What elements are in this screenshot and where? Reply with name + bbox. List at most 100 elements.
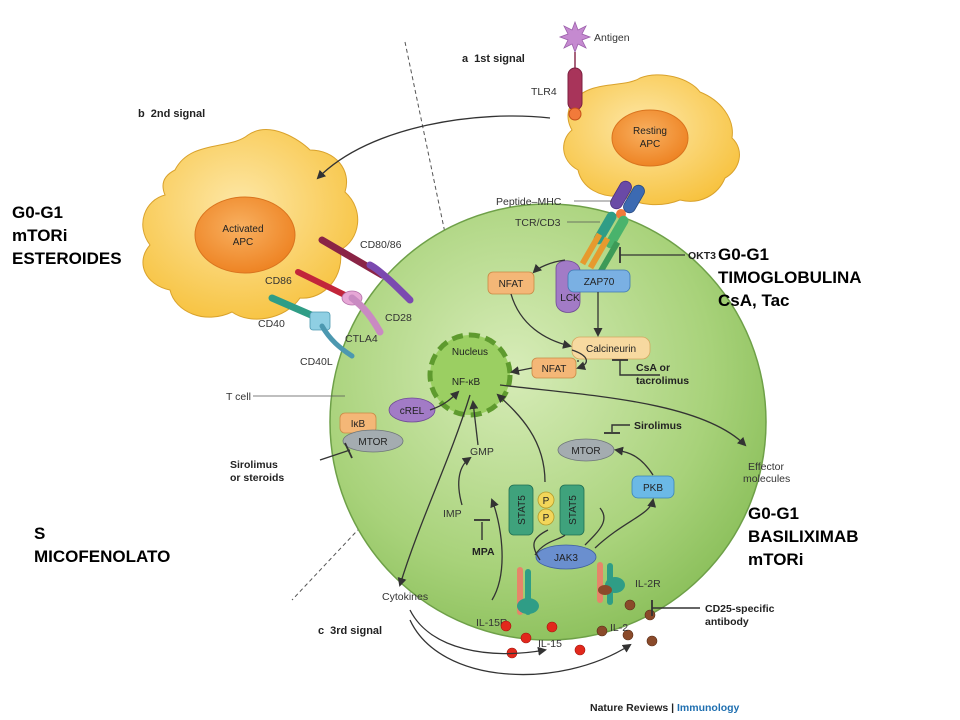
cd28-label: CD28: [385, 312, 412, 324]
il15-label: IL-15: [538, 638, 562, 650]
annotation-bottom-left-line-1: S: [34, 524, 46, 543]
zap70-label: ZAP70: [584, 277, 615, 288]
phospho-p-top: P: [543, 496, 550, 507]
mpa-label: MPA: [472, 546, 495, 558]
annotation-top-right-line-3: CsA, Tac: [718, 291, 790, 310]
source-credit: Nature Reviews | Immunology: [590, 702, 740, 714]
lck-label: LCK: [560, 293, 580, 304]
signal-1-letter: a: [462, 53, 469, 65]
signal-2-letter: b: [138, 108, 145, 120]
annotation-bottom-right-line-1: G0-G1: [748, 504, 800, 523]
effector-label-1: Effector: [748, 461, 784, 473]
credit-separator: |: [668, 702, 677, 714]
annotation-top-left-line-1: G0-G1: [12, 203, 64, 222]
il2r-label: IL-2R: [635, 578, 661, 590]
credit-journal: Nature Reviews: [590, 702, 668, 714]
node-mtor-right: MTOR: [557, 438, 615, 462]
il2-receptor: [597, 562, 625, 605]
il2-ligands: [596, 599, 658, 647]
activated-apc: Activated APC: [142, 129, 359, 320]
credit-section: Immunology: [677, 702, 740, 714]
signal-3-letter: c: [318, 625, 324, 637]
activated-apc-label-1: Activated: [222, 224, 263, 235]
tlr4-label: TLR4: [531, 86, 557, 98]
ctla4-label: CTLA4: [345, 333, 378, 345]
tlr4-receptor: [567, 67, 583, 111]
activated-apc-label-2: APC: [233, 237, 254, 248]
cd40l-label: CD40L: [300, 356, 333, 368]
sirolimus-left-label-2: or steroids: [230, 472, 284, 484]
csa-label-2: tacrolimus: [636, 375, 689, 387]
il15-receptor: [517, 567, 539, 615]
imp-label: IMP: [443, 508, 462, 520]
gmp-label: GMP: [470, 446, 494, 458]
tcr-mhc-complex: [579, 180, 645, 274]
signal-2-text: 2nd signal: [151, 108, 205, 120]
calcineurin-label: Calcineurin: [586, 344, 636, 355]
pathway-arrows: [397, 259, 747, 676]
node-jak3: JAK3: [535, 544, 597, 570]
annotation-top-right: G0-G1 TIMOGLOBULINA CsA, Tac: [718, 243, 862, 312]
node-crel: cREL: [388, 397, 436, 423]
cytokines-label: Cytokines: [382, 591, 428, 603]
mtor-left-label: MTOR: [358, 437, 387, 448]
annotation-bottom-left: S MICOFENOLATO: [34, 522, 170, 568]
annotation-bottom-right-line-2: BASILIXIMAB: [748, 527, 859, 546]
sirolimus-left-label-1: Sirolimus: [230, 459, 278, 471]
okt3-label: OKT3: [688, 250, 716, 262]
resting-apc-label-2: APC: [640, 139, 661, 150]
stat5-b-label: STAT5: [568, 495, 579, 525]
node-calcineurin: Calcineurin: [571, 336, 651, 360]
il15-ligands: [500, 620, 586, 659]
stat5-a-label: STAT5: [517, 495, 528, 525]
resting-apc-label-1: Resting: [633, 126, 667, 137]
okt3-inhibitor: OKT3: [619, 247, 716, 263]
cd86-label: CD86: [265, 275, 292, 287]
antigen-tlr4-group: Antigen TLR4: [531, 20, 630, 121]
cd40-label: CD40: [258, 318, 285, 330]
tcr-cd3-label: TCR/CD3: [515, 217, 561, 229]
csa-label-1: CsA or: [636, 362, 670, 374]
cd80-86-label: CD80/86: [360, 239, 402, 251]
signal-1-label: a 1st signal: [462, 53, 525, 65]
signal-2-label: b 2nd signal: [138, 108, 205, 120]
nfat-mid-label: NFAT: [542, 364, 567, 375]
crel-label: cREL: [400, 406, 425, 417]
annotation-top-right-line-2: TIMOGLOBULINA: [718, 268, 862, 287]
annotation-bottom-right-line-3: mTORi: [748, 550, 804, 569]
nucleus: Nucleus NF-κB: [427, 332, 513, 418]
annotation-top-right-line-1: G0-G1: [718, 245, 770, 264]
cd25-antibody-label-1: CD25-specific: [705, 603, 775, 615]
costimulatory-molecules: [268, 236, 414, 359]
cd25-antibody-label-2: antibody: [705, 616, 749, 628]
annotation-top-left-line-2: mTORi: [12, 226, 68, 245]
annotation-bottom-left-line-2: MICOFENOLATO: [34, 547, 171, 566]
peptide-mhc-label: Peptide–MHC: [496, 196, 562, 208]
annotation-top-left-line-3: ESTEROIDES: [12, 249, 122, 268]
nucleus-label: Nucleus: [452, 347, 488, 358]
antigen-icon: [558, 20, 592, 54]
annotation-bottom-right: G0-G1 BASILIXIMAB mTORi: [748, 502, 859, 571]
inhibition-marks: [319, 359, 700, 616]
annotation-top-left: G0-G1 mTORi ESTEROIDES: [12, 201, 122, 270]
phospho-p-bottom: P: [543, 513, 550, 524]
node-mtor-left: MTOR: [342, 429, 404, 453]
antigen-label: Antigen: [594, 32, 630, 44]
nfat-top-label: NFAT: [499, 279, 524, 290]
node-zap70: ZAP70: [567, 269, 631, 293]
pkb-label: PKB: [643, 483, 663, 494]
node-pkb: PKB: [631, 475, 675, 499]
resting-apc: Resting APC: [563, 74, 740, 206]
node-nfat-mid: NFAT: [531, 357, 577, 379]
signal-1-text: 1st signal: [474, 53, 525, 65]
mtor-right-label: MTOR: [571, 446, 600, 457]
il2-label: IL-2: [610, 622, 628, 634]
t-cell: [329, 203, 767, 641]
node-nfat-top: NFAT: [487, 271, 535, 295]
sirolimus-right-label: Sirolimus: [634, 420, 682, 432]
